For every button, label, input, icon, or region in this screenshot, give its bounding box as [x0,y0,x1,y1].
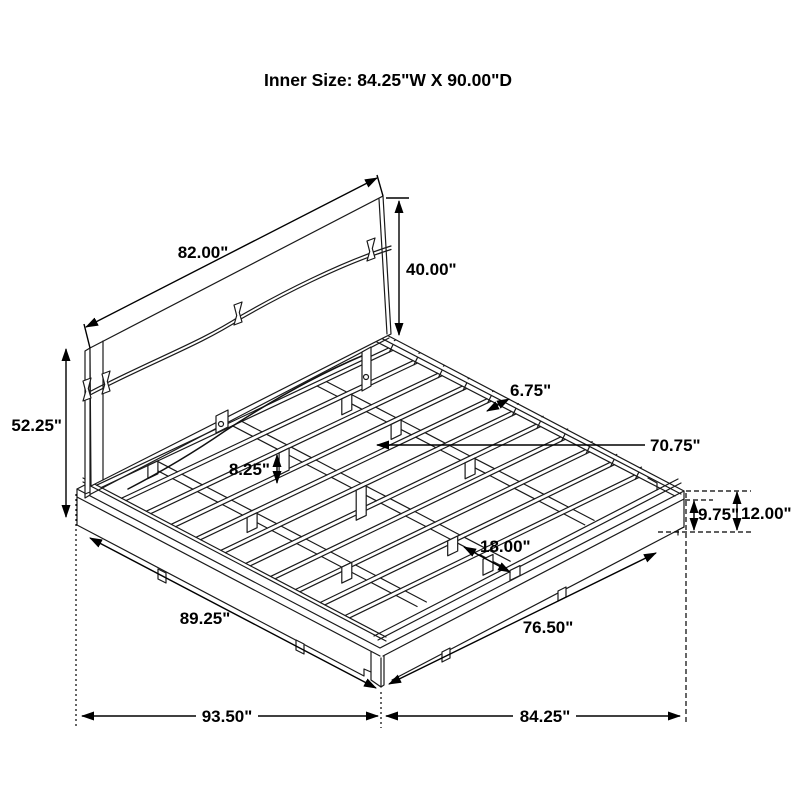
dim-label-82: 82.00" [178,243,229,262]
dim-label-5225: 52.25" [11,416,62,435]
dim-side-rail: 89.25" [89,537,377,689]
dim-headboard-height: 40.00" [386,197,457,336]
page-title: Inner Size: 84.25"W X 90.00"D [264,70,512,90]
dim-label-825: 8.25" [229,460,270,479]
dim-total-height: 52.25" [11,348,71,518]
dim-label-975: 9.75" [698,505,739,524]
dim-overall-depth: 93.50" [75,494,382,728]
dim-overall-width: 84.25" [385,707,681,726]
dim-label-7075: 70.75" [650,436,701,455]
dim-platform-height: 12.00" [658,490,792,724]
dim-label-675: 6.75" [510,381,551,400]
dim-label-18: 18.00" [480,537,531,556]
dimension-annotations: 82.00" 40.00" 52.25" 6.75" 70.75" 8.25" … [11,174,792,728]
dim-slat-length: 70.75" [376,436,701,455]
dim-label-8925: 89.25" [180,609,231,628]
dim-label-935: 93.50" [202,707,253,726]
dim-label-12: 12.00" [741,504,792,523]
dim-label-765: 76.50" [523,618,574,637]
dim-label-40: 40.00" [406,260,457,279]
dim-slat-pitch: 8.25" [229,454,282,484]
dim-base-height: 9.75" [685,499,739,531]
dim-headboard-width: 82.00" [83,174,384,349]
bed-line-drawing [76,195,685,688]
dim-foot-rail: 76.50" [388,552,657,685]
dim-slat-gap: 6.75" [486,381,551,412]
dim-label-8425: 84.25" [520,707,571,726]
